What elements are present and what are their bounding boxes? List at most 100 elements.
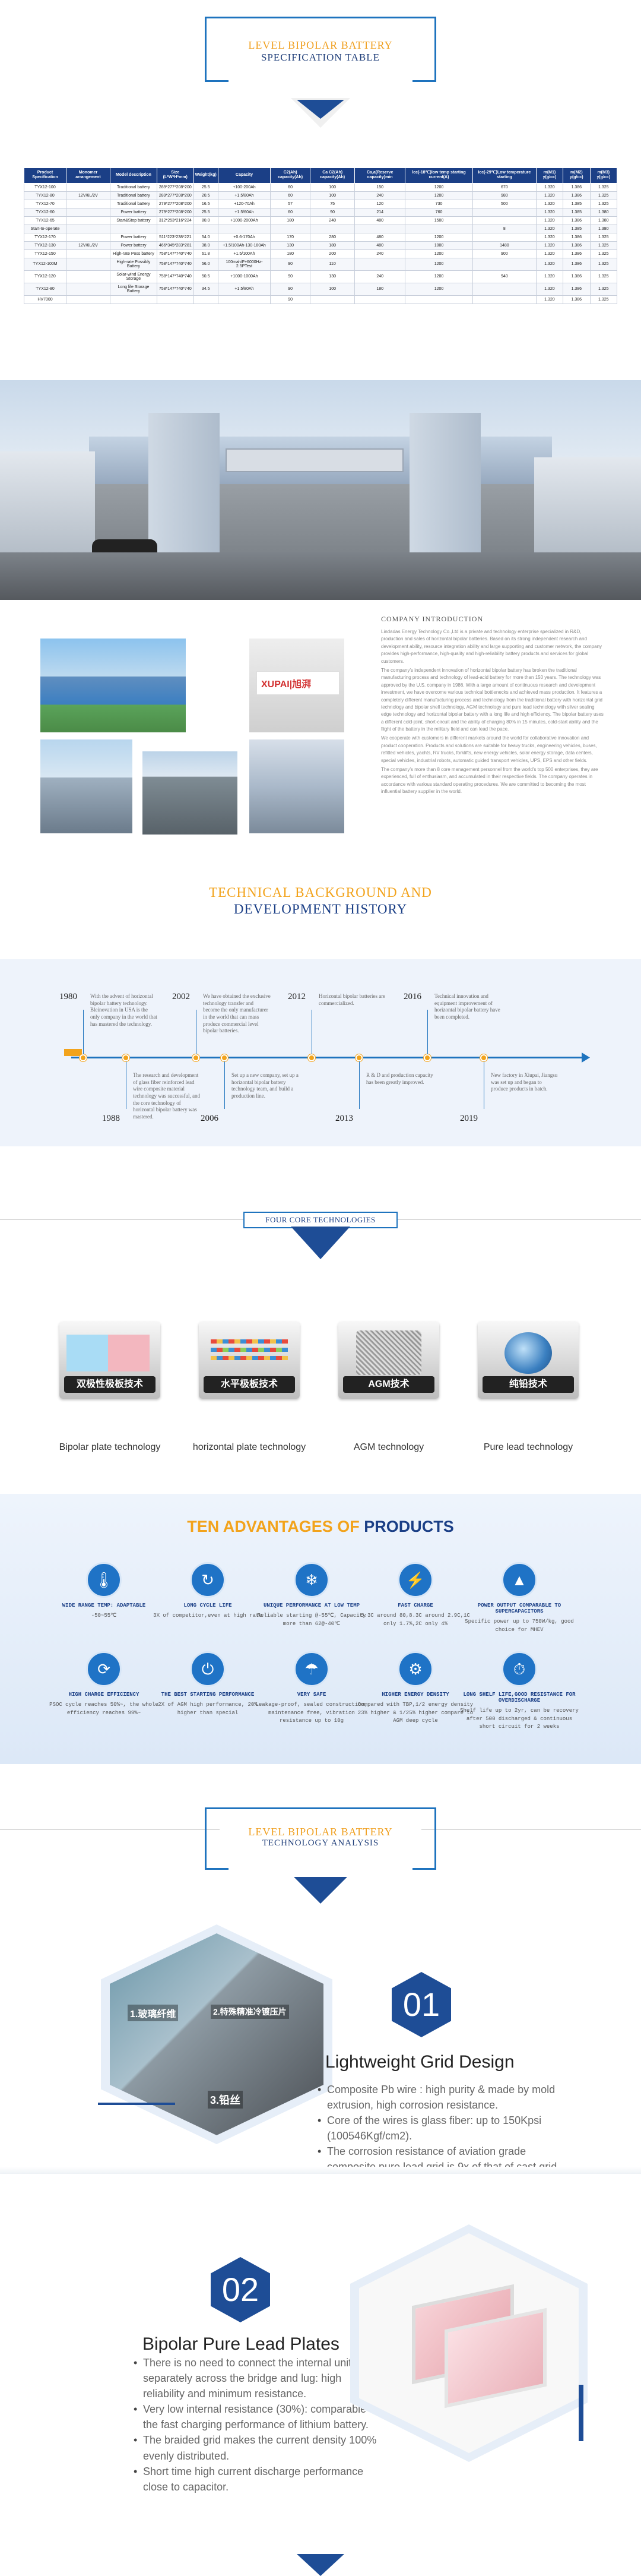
header-bracket-left [205, 17, 229, 82]
plates-photo-frame [579, 2385, 583, 2441]
timeline-year: 1980 [59, 992, 77, 1001]
spec-cell: 1.386 [563, 216, 591, 225]
tech-name: Pure lead technology [483, 1442, 573, 1452]
tech-card-agm: AGM技术 [338, 1322, 439, 1399]
spec-cell: 1.386 [563, 257, 591, 271]
divider-left [0, 1219, 243, 1220]
spec-cell: 130 [309, 270, 356, 283]
timeline-year: 2002 [172, 992, 190, 1001]
spec-cell [66, 295, 110, 304]
spec-cell [66, 257, 110, 271]
spec-cell: TYX12-100M [23, 257, 67, 271]
bullet: Short time high current discharge perfor… [134, 2464, 380, 2495]
spec-cell: 54.0 [193, 232, 218, 242]
history-timeline-band [0, 959, 641, 1146]
spec-column-header: Ca C2(Ah) capacity(Ah) [309, 167, 356, 184]
spec-cell: 1500 [405, 216, 473, 225]
spec-cell [354, 295, 406, 304]
spec-cell: 214 [354, 207, 406, 217]
tech-card-bipolar: 双极性极板技术 [59, 1322, 160, 1399]
spec-cell: 1.320 [535, 199, 564, 208]
shield-icon: ☂ [294, 1651, 329, 1687]
bullet: There is no need to connect the internal… [134, 2355, 380, 2401]
spec-cell: Power battery [109, 232, 157, 242]
spec-cell: 180 [270, 249, 310, 258]
spec-cell: 670 [472, 182, 537, 192]
header-bracket-right [412, 17, 436, 82]
spec-cell [217, 224, 271, 233]
spec-column-header: m(M2) y(g/cc) [563, 167, 591, 184]
spec-cell: 758*147*740*740 [156, 257, 194, 271]
timeline-text: With the advent of horizontal bipolar ba… [90, 993, 157, 1027]
spec-cell: Traditional battery [109, 182, 157, 192]
spec-cell [66, 182, 110, 192]
spec-cell: 16.5 [193, 199, 218, 208]
analysis-bracket-left [205, 1807, 229, 1870]
spec-column-header: m(M1) y(g/cc) [535, 167, 564, 184]
advantages-heading-of: OF [332, 1518, 364, 1535]
advantage-desc: 5.3C around 80,8.3C around 2.9C,1C only … [361, 1613, 470, 1627]
core-heading: FOUR CORE TECHNOLOGIES [265, 1215, 376, 1224]
spec-cell: 25.5 [193, 207, 218, 217]
analysis-rule-right [421, 1829, 641, 1830]
spec-cell: 289*277*208*200 [156, 191, 194, 200]
photo-factory-aerial [40, 639, 186, 732]
spec-cell: 980 [472, 191, 537, 200]
analysis-chevron [294, 1877, 347, 1904]
spec-cell: Power battery [109, 207, 157, 217]
timeline-text: New factory in Xiupai, Jiangsu was set u… [491, 1072, 558, 1092]
spec-cell [354, 224, 406, 233]
spec-cell: +100-200Ah [217, 182, 271, 192]
spec-column-header: Weight(kg) [193, 167, 218, 184]
spec-cell: 480 [354, 216, 406, 225]
spec-cell: 1.320 [535, 182, 564, 192]
spec-cell: 1.325 [589, 270, 618, 283]
spec-cell: 1.320 [535, 249, 564, 258]
spec-cell [270, 224, 310, 233]
spec-column-header: Model description [109, 167, 157, 184]
tech-card-pure-lead: 纯铅技术 [478, 1322, 579, 1399]
timeline-dot [308, 1054, 315, 1061]
spec-cell: 90 [270, 257, 310, 271]
advantages-heading-b: PRODUCTS [364, 1518, 454, 1535]
block-bullets: There is no need to connect the internal… [134, 2355, 380, 2495]
spec-cell: 56.0 [193, 257, 218, 271]
grid-photo-hex: 1.玻璃纤维 2.特殊精准冷镀压片 3.铅丝 [110, 1933, 323, 2135]
spec-cell: 1.320 [535, 295, 564, 304]
spec-cell: 200 [309, 249, 356, 258]
timeline-dot [192, 1054, 199, 1061]
bullet: Core of the wires is glass fiber: up to … [318, 2113, 561, 2144]
spec-cell: 170 [270, 232, 310, 242]
spec-cell: TYX12-80 [23, 191, 67, 200]
spec-cell [472, 257, 537, 271]
cycle-icon: ↻ [190, 1562, 226, 1598]
tech-name: horizontal plate technology [192, 1442, 306, 1452]
spec-column-header: m(M3) y(g/cc) [589, 167, 618, 184]
tech-name: AGM technology [353, 1442, 424, 1452]
spec-cell: TYX12-120 [23, 270, 67, 283]
spec-cell: 1.386 [563, 295, 591, 304]
advantage-item: ▲POWER OUTPUT COMPARABLE TO SUPERCAPACIT… [460, 1562, 579, 1634]
spec-cell: 312*253*216*224 [156, 216, 194, 225]
timeline-year: 2016 [404, 992, 421, 1001]
spec-cell: 75 [309, 199, 356, 208]
photo-sign: XUPAI|旭湃 [249, 639, 344, 732]
spec-cell: 500 [472, 199, 537, 208]
spec-cell: 1.386 [563, 241, 591, 250]
company-heading: COMPANY INTRODUCTION [381, 615, 484, 623]
spec-cell: 1.320 [535, 191, 564, 200]
spec-cell [66, 216, 110, 225]
spec-cell [193, 295, 218, 304]
spec-cell: TYX12-60 [23, 207, 67, 217]
spec-cell: 180 [270, 216, 310, 225]
block-number: 01 [392, 1972, 451, 2037]
photo-label: 2.特殊精准冷镀压片 [211, 2005, 289, 2019]
spec-cell: 150 [354, 182, 406, 192]
advantage-item: 🌡WIDE RANGE TEMP: ADAPTABLE-50~55℃ [45, 1562, 163, 1620]
spec-cell: TYX12-150 [23, 249, 67, 258]
